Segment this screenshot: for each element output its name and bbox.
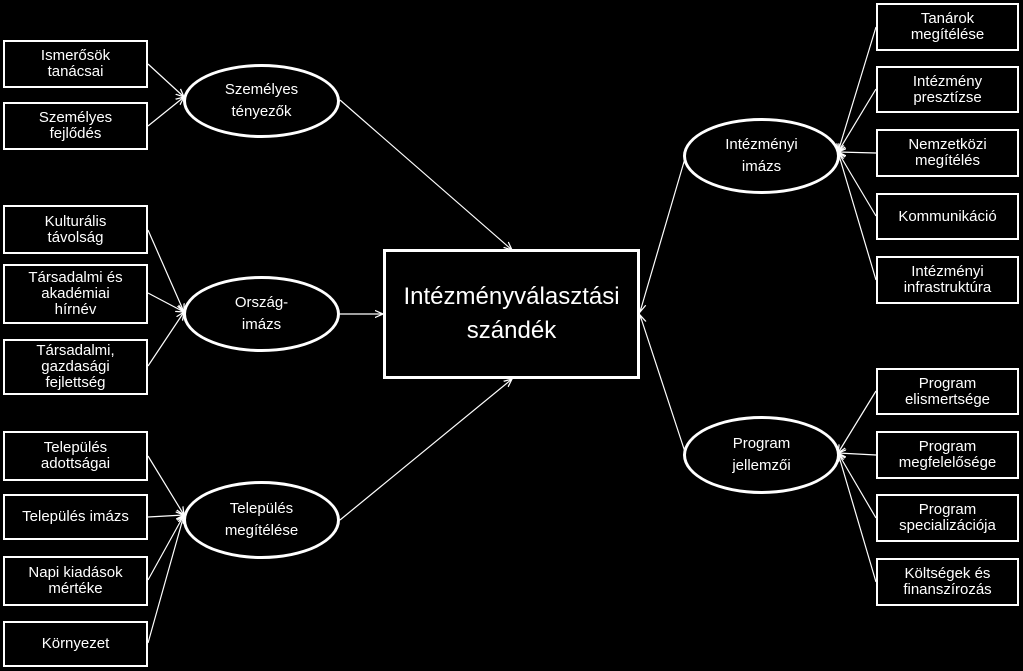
arrow-tanarok (838, 26, 877, 152)
arrow-intezmenyi-center (640, 154, 687, 312)
arrow-imazs (147, 515, 184, 517)
box-kornyezet-label: Környezet (41, 635, 110, 652)
box-koltsegek-finanszirozas: Költségek és finanszírozás (876, 558, 1019, 606)
box-tanarok-label: Tanárok megítélése (910, 10, 985, 43)
box-elismertseg-label: Program elismertsége (904, 374, 991, 408)
box-program-elismertsege: Program elismertsége (876, 368, 1019, 415)
box-napi-label: Napi kiadások mértéke (28, 564, 123, 597)
box-telepules-adottsagai: Település adottságai (3, 431, 148, 481)
arrow-kommunikacio (838, 152, 877, 217)
arrow-szemelyes-center (339, 99, 512, 250)
box-tarsadalmi-gazd-label: Társadalmi, gazdasági fejlettség (36, 342, 115, 391)
box-intezmeny-presztizse: Intézmény presztízse (876, 66, 1019, 113)
box-adottsagai-label: Település adottságai (40, 439, 111, 472)
arrow-telepules-center (339, 379, 512, 521)
arrow-elismertseg (838, 390, 877, 453)
arrow-megfeleloseg (838, 453, 877, 455)
box-megfeleloseg-label: Program megfelelősége (898, 438, 997, 471)
ellipse-szemelyes-label: Személyes tényezők (224, 81, 299, 120)
box-napi-kiadasok: Napi kiadások mértéke (3, 556, 148, 606)
box-kommunikacio: Kommunikáció (876, 193, 1019, 240)
box-kulturalis-tavolsag: Kulturális távolság (3, 205, 148, 254)
ellipse-program-label: Program jellemzői (732, 435, 791, 474)
box-szemelyes-fejlodes: Személyes fejlődés (3, 102, 148, 150)
arrow-tarsadalmi-gazd (147, 312, 184, 367)
arrow-tarsadalmi-akad (147, 292, 184, 312)
box-imazs-label: Település imázs (22, 508, 129, 525)
box-kornyezet: Környezet (3, 621, 148, 667)
arrow-infrastruktura (838, 152, 877, 281)
arrow-specializacio (838, 453, 877, 519)
box-infrastruktura-label: Intézményi infrastruktúra (903, 263, 992, 296)
box-ismerosok-tanacsai: Ismerősök tanácsai (3, 40, 148, 88)
ellipse-intezmenyi-imazs: Intézményi imázs (683, 118, 840, 194)
box-specializacio-label: Program specializációja (899, 501, 996, 534)
arrow-koltsegek (838, 453, 877, 583)
box-tarsadalmi-gazdasagi: Társadalmi, gazdasági fejlettség (3, 339, 148, 395)
ellipse-program-jellemzoi: Program jellemzői (683, 416, 840, 494)
center-node-label: Intézményválasztási szándék (403, 283, 620, 344)
arrow-presztizs (838, 88, 877, 152)
ellipse-telepules-label: Település megítélése (224, 500, 299, 539)
box-program-specializacioja: Program specializációja (876, 494, 1019, 542)
box-tarsadalmi-akad-label: Társadalmi és akadémiai hírnév (28, 269, 123, 318)
box-nemzetkozi-label: Nemzetközi megítélés (908, 136, 987, 169)
box-koltsegek-label: Költségek és finanszírozás (903, 565, 992, 598)
center-node: Intézményválasztási szándék (383, 249, 640, 379)
arrow-napi (147, 515, 184, 581)
box-presztizs-label: Intézmény presztízse (912, 72, 983, 106)
box-telepules-imazs: Település imázs (3, 494, 148, 540)
arrow-ismerosok (147, 63, 184, 97)
box-kulturalis-label: Kulturális távolság (44, 212, 107, 246)
arrow-program-center (640, 315, 687, 456)
box-tarsadalmi-akademiai: Társadalmi és akadémiai hírnév (3, 264, 148, 324)
arrow-fejlodes (147, 97, 184, 127)
box-intezmenyi-infrastruktura: Intézményi infrastruktúra (876, 256, 1019, 304)
ellipse-orszag-label: Ország- imázs (234, 294, 289, 333)
box-tanarok-megitelese: Tanárok megítélése (876, 3, 1019, 51)
arrow-nemzetkozi (838, 152, 877, 153)
arrow-kornyezet (147, 515, 184, 644)
box-kommunikacio-label: Kommunikáció (898, 207, 997, 225)
box-nemzetkozi-megiteles: Nemzetközi megítélés (876, 129, 1019, 177)
box-program-megfelelosege: Program megfelelősége (876, 431, 1019, 479)
ellipse-telepules-megitelese: Település megítélése (183, 481, 340, 559)
arrow-adottsagai (147, 455, 184, 515)
arrow-kulturalis (147, 229, 184, 312)
box-ismerosok-label: Ismerősök tanácsai (40, 47, 111, 80)
ellipse-orszag-imazs: Ország- imázs (183, 276, 340, 352)
box-fejlodes-label: Személyes fejlődés (38, 109, 113, 142)
ellipse-intezmenyi-label: Intézményi imázs (725, 136, 798, 175)
ellipse-szemelyes-tenyezok: Személyes tényezők (183, 64, 340, 138)
